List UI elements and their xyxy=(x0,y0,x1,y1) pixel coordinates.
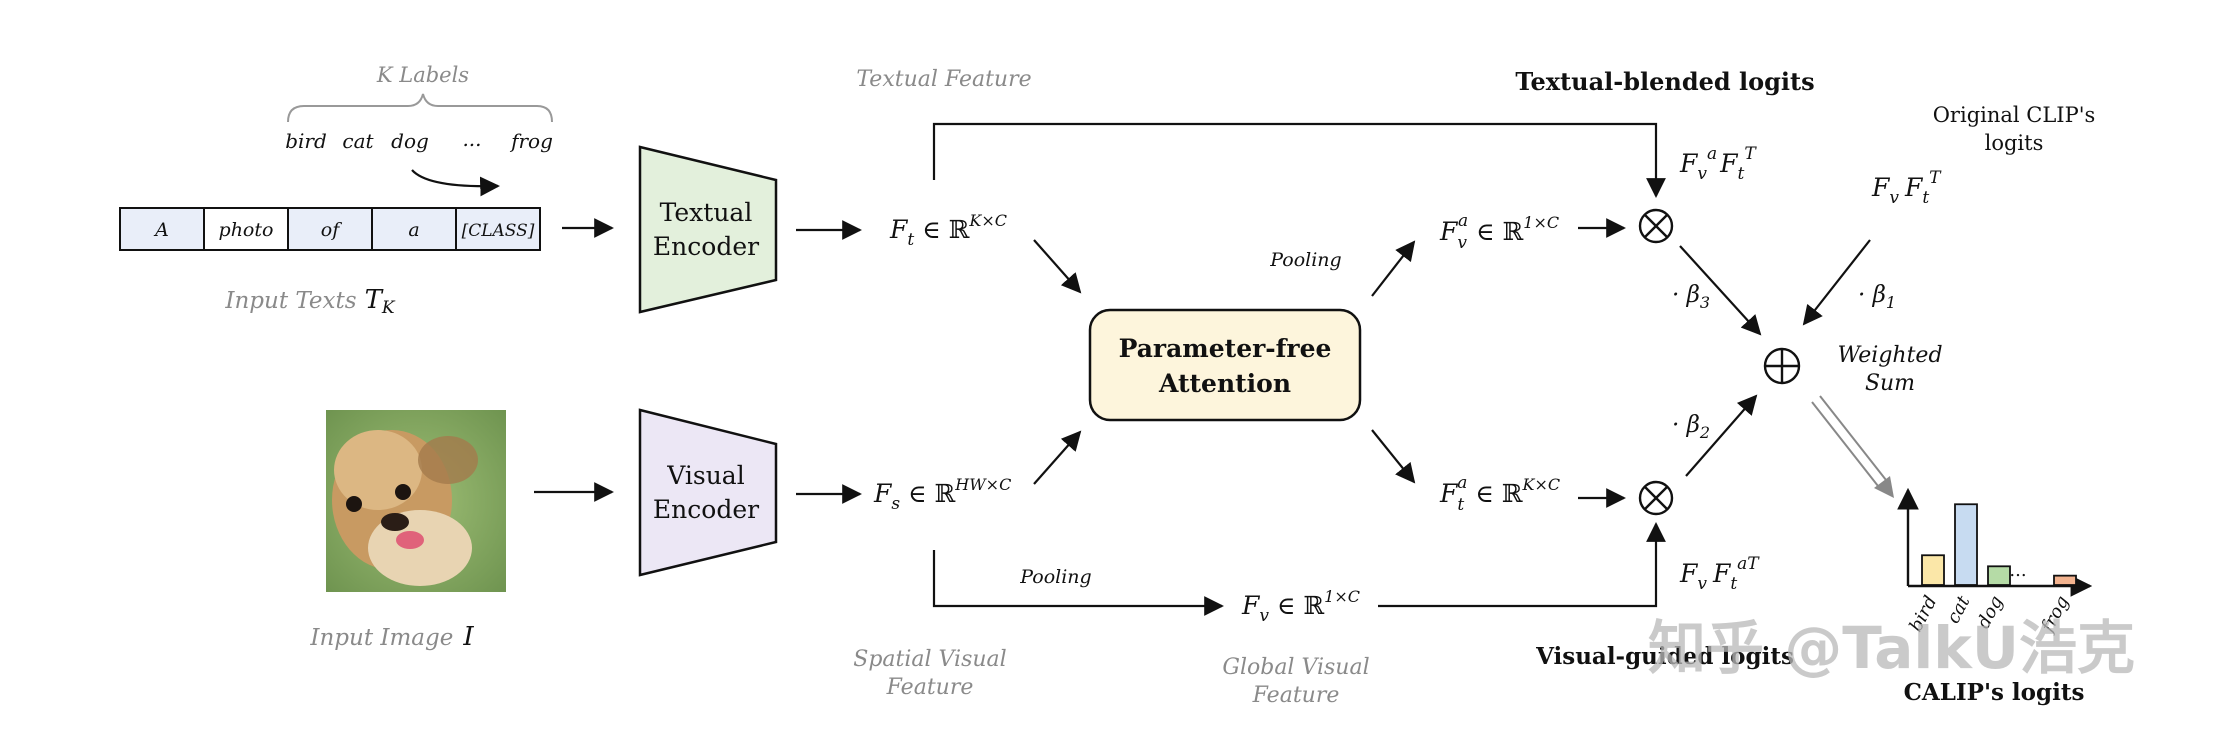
word-bird: bird xyxy=(285,129,327,153)
word-ellipsis: ... xyxy=(462,127,481,151)
word-frog: frog xyxy=(509,129,553,153)
textual-feature-caption: Textual Feature xyxy=(856,67,1031,92)
token-a: A xyxy=(153,219,169,241)
chart-bar-dots: ... xyxy=(2009,560,2026,581)
top-otimes xyxy=(1638,208,1674,244)
bar-bird xyxy=(1921,554,1945,586)
visual-encoder-line2: Encoder xyxy=(653,495,759,524)
textual-encoder-line1: Textual xyxy=(660,198,753,227)
pooling-top-label: Pooling xyxy=(1269,249,1341,271)
spatial-visual-feature-line2: Feature xyxy=(886,675,974,700)
parameter-free-attention: Parameter-free Attention xyxy=(1088,308,1362,422)
global-visual-feature-line1: Global Visual xyxy=(1222,655,1369,680)
token-class: [CLASS] xyxy=(462,221,535,241)
weighted-sum-line2: Sum xyxy=(1865,371,1915,396)
token-box-2 xyxy=(287,207,373,251)
token-photo: photo xyxy=(219,219,274,241)
word-dog: dog xyxy=(391,129,429,153)
input-image xyxy=(326,410,506,592)
token-of: of xyxy=(321,219,342,241)
fv-to-visual-guided-path xyxy=(1378,522,1666,608)
oplus xyxy=(1763,347,1801,385)
prompt-tokens: A photo of a [CLASS] xyxy=(119,207,541,251)
visual-encoder: Visual Encoder xyxy=(638,408,778,577)
pooling-bottom-label: Pooling xyxy=(1019,566,1091,588)
top-otimes-to-oplus-arrow xyxy=(1679,245,1762,336)
bottom-otimes-to-oplus-arrow xyxy=(1685,394,1758,477)
bottom-otimes xyxy=(1638,480,1674,516)
k-labels-caption: K Labels xyxy=(376,63,469,87)
visual-encoder-line1: Visual xyxy=(666,461,744,490)
token-box-0 xyxy=(119,207,205,251)
original-clip-line2: logits xyxy=(1985,131,2044,155)
fs-expression: Fs ∈ ℝHW×C xyxy=(873,475,1011,514)
attention-to-fta-arrow xyxy=(1371,429,1416,484)
beta3-label: · β3 xyxy=(1672,282,1710,312)
word-cat: cat xyxy=(342,129,374,153)
visual-guided-logits-title: Visual-guided logits xyxy=(1535,643,1794,670)
ft-to-textual-blend-path xyxy=(932,122,1666,198)
beta1-label: · β1 xyxy=(1858,282,1896,312)
textual-blended-logits-title: Textual-blended logits xyxy=(1515,67,1814,96)
zhihu-watermark: 知乎 @TalkU浩克 xyxy=(1648,614,2135,682)
fs-pooling-path xyxy=(932,550,1224,616)
fv-expression: Fv ∈ ℝ1×C xyxy=(1241,587,1360,626)
chart-bars xyxy=(1921,503,2077,586)
token-a2: a xyxy=(408,219,419,241)
spatial-visual-feature-line1: Spatial Visual xyxy=(853,647,1006,672)
textual-encoder: Textual Encoder xyxy=(638,145,778,314)
original-clip-to-oplus-arrow xyxy=(1802,239,1871,326)
ft-expression: Ft ∈ ℝK×C xyxy=(889,211,1007,250)
k-labels-brace xyxy=(287,93,553,123)
fs-to-attention-arrow xyxy=(1033,430,1082,485)
fva-expression: Fva ∈ ℝ1×C xyxy=(1439,211,1559,253)
attention-line2: Attention xyxy=(1158,369,1291,398)
dog-to-class-arrow xyxy=(411,169,500,197)
weighted-sum-line1: Weighted xyxy=(1837,343,1942,368)
token-box-4 xyxy=(455,207,541,251)
ft-to-attention-arrow xyxy=(1033,239,1082,294)
bar-frog xyxy=(2053,574,2077,586)
beta2-label: · β2 xyxy=(1672,412,1710,442)
global-visual-feature-line2: Feature xyxy=(1252,683,1340,708)
textual-encoder-line2: Encoder xyxy=(653,232,759,261)
bar-dog xyxy=(1987,565,2011,586)
bar-cat xyxy=(1954,503,1978,586)
attention-to-fva-arrow xyxy=(1371,240,1416,297)
oplus-to-chart-arrow xyxy=(1811,395,1894,498)
calip-logits-title: CALIP's logits xyxy=(1904,679,2085,706)
token-box-1 xyxy=(203,207,289,251)
fta-expression: Fta ∈ ℝK×C xyxy=(1439,473,1560,515)
original-clip-line1: Original CLIP's xyxy=(1933,103,2096,127)
attention-line1: Parameter-free xyxy=(1119,334,1332,363)
